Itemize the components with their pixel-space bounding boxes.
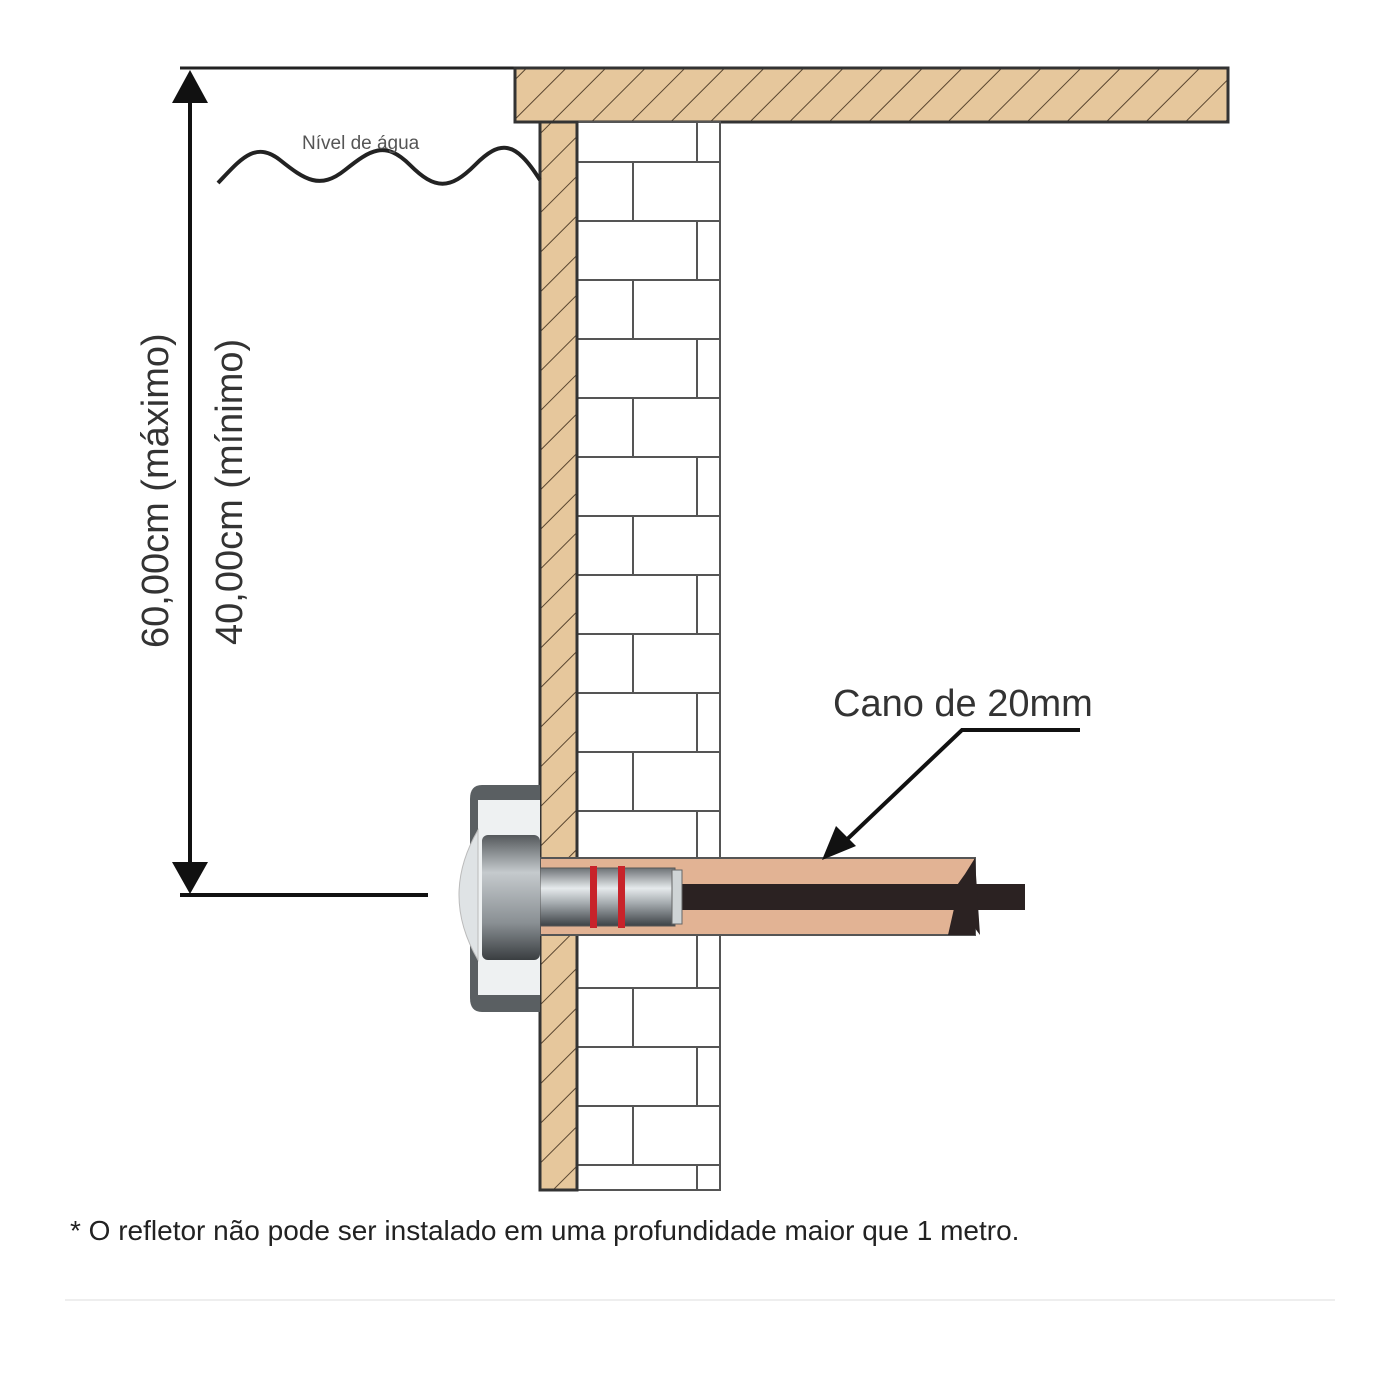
footnote: * O refletor não pode ser instalado em u… (70, 1215, 1019, 1246)
callout-arrowhead-icon (822, 826, 856, 860)
pipe-callout-leader (836, 728, 1080, 850)
pipe-label: Cano de 20mm (833, 683, 1093, 725)
o-ring (590, 866, 597, 928)
pipe-end-cap (948, 858, 980, 935)
pool-deck (513, 66, 1230, 124)
arrowhead-up-icon (172, 70, 208, 103)
connector-cylinder (539, 867, 676, 927)
min-depth-label: 40,00cm (mínimo) (209, 339, 251, 645)
max-depth-label: 60,00cm (máximo) (135, 333, 177, 648)
bezel-ring (482, 835, 540, 960)
water-level-label: Nível de água (302, 133, 420, 154)
pool-wall (538, 120, 579, 1192)
pool-light-fixture (458, 785, 540, 1012)
pipe (539, 857, 1025, 936)
water-level-wave (216, 145, 542, 186)
arrowhead-down-icon (172, 862, 208, 894)
lens-dome (458, 828, 479, 962)
o-ring (618, 866, 625, 928)
brick-wall (576, 121, 721, 1191)
